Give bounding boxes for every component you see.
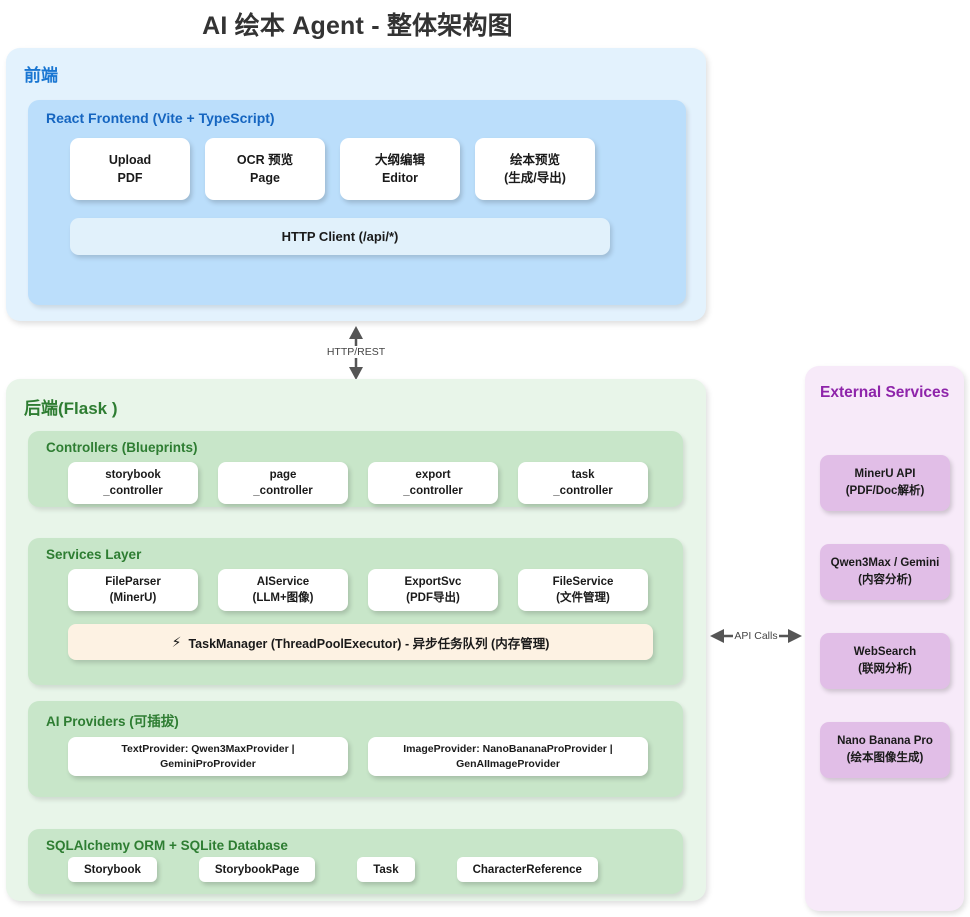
controllers-box-row: storybook _controller page _controller e… xyxy=(68,462,648,504)
frontend-box-upload-pdf[interactable]: Upload PDF xyxy=(70,138,190,200)
connector-api-calls: API Calls xyxy=(710,624,802,648)
box-line-1: WebSearch xyxy=(853,646,917,659)
box-line-2: PDF xyxy=(117,171,143,185)
box-line-1: 绘本预览 xyxy=(509,152,560,167)
service-box-aiservice[interactable]: AIService (LLM+图像) xyxy=(218,569,348,611)
box-line-1: TextProvider: Qwen3MaxProvider | xyxy=(121,742,295,755)
frontend-feature-box-row: Upload PDF OCR 预览 Page 大纲编辑 Editor 绘本预览 … xyxy=(70,138,595,200)
box-line-1: MinerU API xyxy=(854,468,916,481)
task-manager-bar[interactable]: ⚡ TaskManager (ThreadPoolExecutor) - 异步任… xyxy=(68,624,653,660)
page-title: AI 绘本 Agent - 整体架构图 xyxy=(202,12,513,40)
box-line-1: Upload xyxy=(108,152,152,167)
box-line-1: Qwen3Max / Gemini xyxy=(830,557,940,570)
ai-providers-box-row: TextProvider: Qwen3MaxProvider | GeminiP… xyxy=(68,737,648,776)
box-line-2: _controller xyxy=(553,485,613,497)
backend-panel-title: 后端(Flask ) xyxy=(24,399,118,418)
provider-box-text[interactable]: TextProvider: Qwen3MaxProvider | GeminiP… xyxy=(68,737,348,776)
box-line-2: (PDF导出) xyxy=(406,592,460,604)
db-entity-task[interactable]: Task xyxy=(357,857,415,882)
box-line-1: Nano Banana Pro xyxy=(837,735,933,748)
box-line-2: GenAIImageProvider xyxy=(456,757,560,770)
controllers-title: Controllers (Blueprints) xyxy=(46,440,198,455)
box-line-1: FileService xyxy=(552,575,614,588)
box-line-1: storybook xyxy=(105,468,161,481)
ai-providers-title: AI Providers (可插拔) xyxy=(46,714,179,729)
box-line-2: (绘本图像生成) xyxy=(846,752,924,764)
external-box-websearch[interactable]: WebSearch (联网分析) xyxy=(820,633,950,689)
controller-box-storybook[interactable]: storybook _controller xyxy=(68,462,198,504)
connector-api-calls-label: API Calls xyxy=(733,630,779,642)
external-services-list: MinerU API (PDF/Doc解析) Qwen3Max / Gemini… xyxy=(820,455,950,778)
database-title: SQLAlchemy ORM + SQLite Database xyxy=(46,838,288,853)
lightning-bolt-icon: ⚡ xyxy=(171,633,182,650)
service-box-fileservice[interactable]: FileService (文件管理) xyxy=(518,569,648,611)
box-line-2: Editor xyxy=(381,171,419,185)
database-panel: SQLAlchemy ORM + SQLite Database Storybo… xyxy=(28,829,683,894)
controllers-panel: Controllers (Blueprints) storybook _cont… xyxy=(28,431,683,507)
external-box-nano-banana-pro[interactable]: Nano Banana Pro (绘本图像生成) xyxy=(820,722,950,778)
frontend-box-outline-editor[interactable]: 大纲编辑 Editor xyxy=(340,138,460,200)
box-line-1: OCR 预览 xyxy=(236,152,294,167)
external-box-qwen3max-gemini[interactable]: Qwen3Max / Gemini (内容分析) xyxy=(820,544,950,600)
provider-box-image[interactable]: ImageProvider: NanoBananaProProvider | G… xyxy=(368,737,648,776)
box-line-2: (生成/导出) xyxy=(504,171,566,185)
connector-http-rest-label: HTTP/REST xyxy=(318,346,394,358)
box-line-2: (LLM+图像) xyxy=(252,592,314,604)
box-line-2: (MinerU) xyxy=(109,592,157,604)
external-services-title: External Services xyxy=(820,384,950,401)
box-line-2: _controller xyxy=(403,485,463,497)
box-line-2: Page xyxy=(250,171,280,185)
db-entity-storybook[interactable]: Storybook xyxy=(68,857,157,882)
box-line-2: GeminiProProvider xyxy=(160,757,256,770)
connector-http-rest: HTTP/REST xyxy=(318,326,394,380)
service-box-fileparser[interactable]: FileParser (MinerU) xyxy=(68,569,198,611)
controller-box-page[interactable]: page _controller xyxy=(218,462,348,504)
ai-providers-panel: AI Providers (可插拔) TextProvider: Qwen3Ma… xyxy=(28,701,683,797)
box-line-2: (PDF/Doc解析) xyxy=(845,485,925,497)
box-line-1: ExportSvc xyxy=(404,575,462,588)
box-line-1: ImageProvider: NanoBananaProProvider | xyxy=(403,742,613,755)
backend-panel: 后端(Flask ) Controllers (Blueprints) stor… xyxy=(6,379,706,901)
box-line-1: FileParser xyxy=(105,575,161,588)
http-client-bar[interactable]: HTTP Client (/api/*) xyxy=(70,218,610,255)
services-layer-title: Services Layer xyxy=(46,547,142,562)
controller-box-task[interactable]: task _controller xyxy=(518,462,648,504)
task-manager-label: TaskManager (ThreadPoolExecutor) - 异步任务队… xyxy=(188,636,550,651)
box-line-2: (联网分析) xyxy=(858,663,912,675)
frontend-box-storybook-preview[interactable]: 绘本预览 (生成/导出) xyxy=(475,138,595,200)
db-entity-storybookpage[interactable]: StorybookPage xyxy=(198,857,316,882)
services-layer-panel: Services Layer FileParser (MinerU) AISer… xyxy=(28,538,683,685)
box-line-2: _controller xyxy=(253,485,313,497)
box-line-2: (文件管理) xyxy=(556,592,610,604)
box-line-2: (内容分析) xyxy=(858,574,912,586)
database-entity-row: Storybook StorybookPage Task CharacterRe… xyxy=(68,857,598,882)
box-line-1: export xyxy=(415,468,451,481)
service-box-exportsvc[interactable]: ExportSvc (PDF导出) xyxy=(368,569,498,611)
services-box-row: FileParser (MinerU) AIService (LLM+图像) E… xyxy=(68,569,648,611)
react-frontend-title: React Frontend (Vite + TypeScript) xyxy=(46,110,275,126)
external-box-mineru-api[interactable]: MinerU API (PDF/Doc解析) xyxy=(820,455,950,511)
db-entity-characterreference[interactable]: CharacterReference xyxy=(456,857,598,882)
box-line-1: AIService xyxy=(256,575,310,588)
controller-box-export[interactable]: export _controller xyxy=(368,462,498,504)
box-line-1: 大纲编辑 xyxy=(374,152,425,167)
frontend-panel-title: 前端 xyxy=(24,66,58,85)
frontend-panel: 前端 React Frontend (Vite + TypeScript) Up… xyxy=(6,48,706,321)
box-line-1: page xyxy=(269,468,297,481)
external-services-panel: External Services MinerU API (PDF/Doc解析)… xyxy=(805,366,964,911)
react-frontend-panel: React Frontend (Vite + TypeScript) Uploa… xyxy=(28,100,686,305)
box-line-1: task xyxy=(571,468,595,481)
box-line-2: _controller xyxy=(103,485,163,497)
frontend-box-ocr-preview[interactable]: OCR 预览 Page xyxy=(205,138,325,200)
